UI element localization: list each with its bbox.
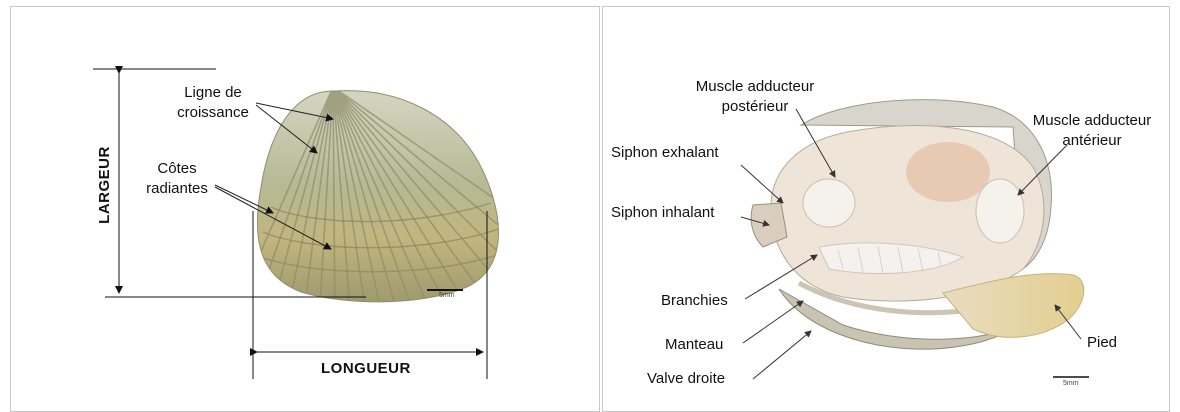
- posterior-adductor-label-line-2: postérieur: [675, 97, 835, 117]
- posterior-adductor-label: Muscle adducteur postérieur: [675, 77, 835, 117]
- foot-label: Pied: [1087, 333, 1117, 353]
- growth-line-label-line-2: croissance: [163, 103, 263, 123]
- visceral-mass: [906, 142, 990, 202]
- gills-label: Branchies: [661, 291, 728, 311]
- posterior-adductor-muscle: [803, 179, 855, 227]
- width-label: LARGEUR: [95, 145, 115, 225]
- radial-ribs-label-line-1: Côtes: [137, 159, 217, 179]
- anterior-adductor-label: Muscle adducteur antérieur: [1017, 111, 1167, 151]
- length-label: LONGUEUR: [321, 359, 411, 379]
- mantle-label: Manteau: [665, 335, 723, 355]
- clam-interior-panel: Muscle adducteur postérieur Muscle adduc…: [602, 6, 1170, 412]
- exhalant-siphon-label: Siphon exhalant: [611, 143, 719, 163]
- scale-bar-right-label: 5mm: [1063, 380, 1079, 387]
- anterior-adductor-muscle: [976, 179, 1024, 243]
- anterior-adductor-label-line-2: antérieur: [1017, 131, 1167, 151]
- scale-bar-left-label: 5mm: [439, 292, 455, 299]
- shell-exterior-panel: Ligne de croissance Côtes radiantes LARG…: [10, 6, 600, 412]
- anterior-adductor-label-line-1: Muscle adducteur: [1017, 111, 1167, 131]
- growth-line-label: Ligne de croissance: [163, 83, 263, 123]
- radial-ribs-label-line-2: radiantes: [137, 179, 217, 199]
- inhalant-siphon-label: Siphon inhalant: [611, 203, 714, 223]
- cockle-shell: [257, 91, 498, 302]
- posterior-adductor-label-line-1: Muscle adducteur: [675, 77, 835, 97]
- growth-line-label-line-1: Ligne de: [163, 83, 263, 103]
- mantle-pointer: [743, 301, 803, 343]
- right-valve-label: Valve droite: [647, 369, 725, 389]
- right-valve-pointer: [753, 331, 811, 379]
- radial-ribs-label: Côtes radiantes: [137, 159, 217, 199]
